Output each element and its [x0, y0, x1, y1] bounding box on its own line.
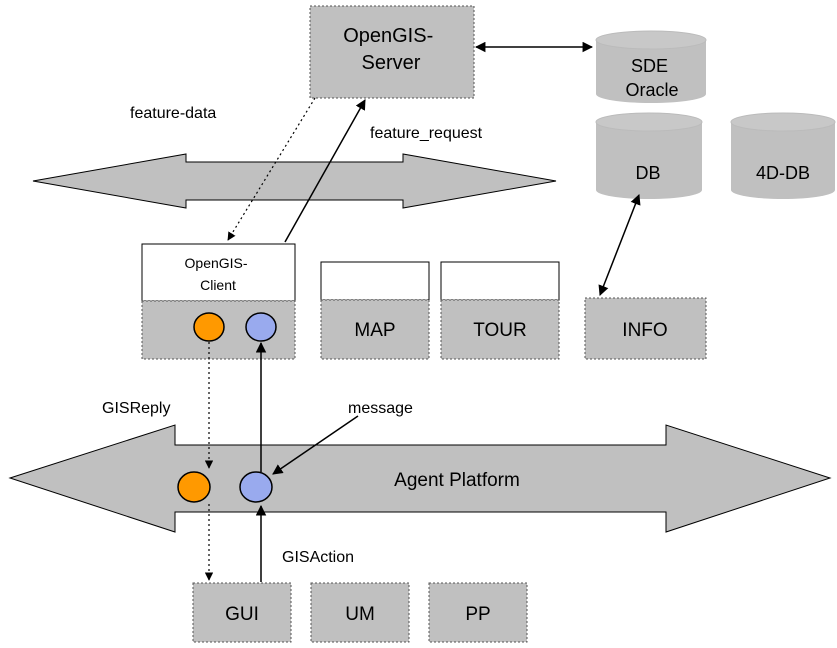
map-header — [320, 261, 430, 301]
opengis-server-label-line1: OpenGIS- — [343, 25, 433, 47]
sde-oracle-label: SDE Oracle — [625, 56, 678, 100]
upper-bus-arrow — [32, 153, 557, 209]
feature-data-label: feature-data — [130, 105, 216, 122]
opengis-client-label-line1: OpenGIS- — [185, 255, 248, 271]
message-label: message — [348, 400, 413, 417]
client-blue-token — [245, 312, 277, 342]
agent-platform-label: Agent Platform — [394, 470, 520, 491]
info-label: INFO — [622, 320, 667, 341]
info-box — [584, 297, 707, 360]
db-info-arrow — [598, 194, 641, 296]
platform-blue-token — [239, 471, 273, 503]
map-box — [320, 299, 430, 360]
gui-label: GUI — [225, 604, 259, 625]
tour-label: TOUR — [473, 320, 526, 341]
gui-box — [192, 582, 292, 643]
opengis-client-header — [141, 243, 296, 302]
opengis-server-label: OpenGIS- Server — [343, 25, 439, 74]
opengis-client-label: OpenGIS- Client — [185, 255, 252, 293]
db-label: DB — [635, 163, 660, 183]
sde-oracle-label-line1: SDE — [631, 56, 668, 76]
gis-reply-label: GISReply — [102, 400, 170, 417]
sde-oracle-db — [595, 30, 707, 103]
agent-platform-arrow — [8, 424, 832, 533]
um-label: UM — [345, 604, 375, 625]
opengis-client-label-line2: Client — [200, 277, 236, 293]
um-box — [310, 582, 410, 643]
tour-box — [440, 299, 560, 360]
opengis-server-box — [309, 5, 475, 99]
gis-action-label: GISAction — [282, 549, 354, 566]
tour-header — [440, 261, 560, 301]
db-4d-label: 4D-DB — [756, 163, 810, 183]
db-cylinder — [595, 112, 703, 199]
client-orange-token — [193, 312, 225, 342]
pp-label: PP — [465, 604, 490, 625]
platform-orange-token — [177, 471, 211, 503]
sde-oracle-label-line2: Oracle — [625, 80, 678, 100]
db-4d-cylinder — [730, 112, 836, 199]
pp-box — [428, 582, 528, 643]
feature-request-arrow — [284, 99, 366, 243]
map-label: MAP — [354, 320, 395, 341]
message-arrow — [272, 415, 359, 475]
feature-request-label: feature_request — [370, 125, 483, 142]
opengis-server-label-line2: Server — [362, 52, 421, 74]
